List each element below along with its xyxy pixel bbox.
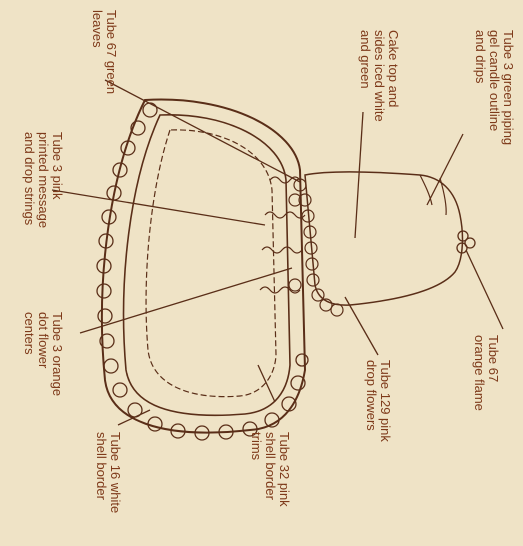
callout-tube3-pink-message-text: Tube 3 pink printed message and drop str…	[22, 132, 64, 228]
callout-tube32-pink-shell-text: Tube 32 pink shell border trims	[249, 432, 291, 507]
callout-tube67-leaves-text: Tube 67 green leaves	[90, 10, 118, 94]
flame	[457, 231, 475, 253]
leader-tube129-pink-flowers	[345, 297, 378, 355]
leader-tube3-pink-message	[52, 190, 265, 225]
callout-tube67-orange-flame-text: Tube 67 orange flame	[472, 335, 500, 411]
candle-shape	[305, 172, 462, 305]
leader-tube67-leaves	[105, 80, 300, 182]
callout-cake-top-iced-text: Cake top and sides iced white and green	[358, 30, 400, 122]
leader-tube67-orange-flame	[466, 250, 503, 329]
candle-drips	[420, 175, 446, 215]
leader-tube3-orange-dots	[80, 268, 292, 333]
leader-tube3-green-candle	[427, 134, 463, 205]
callout-tube3-orange-dots-text: Tube 3 orange dot flower centers	[22, 312, 64, 396]
callout-tube129-pink-flowers-text: Tube 129 pink drop flowers	[364, 360, 392, 442]
drop-flowers	[289, 179, 343, 316]
leader-cake-top-iced	[355, 112, 363, 238]
callout-tube16-white-shell-text: Tube 16 white shell border	[94, 432, 122, 513]
shell-border-bumps	[97, 103, 308, 440]
inner-shell-trim	[124, 115, 290, 416]
callout-tube3-green-candle-text: Tube 3 green piping gel candle outline a…	[473, 30, 515, 145]
scalloped-border	[146, 130, 276, 397]
outer-shell-border	[102, 100, 305, 433]
